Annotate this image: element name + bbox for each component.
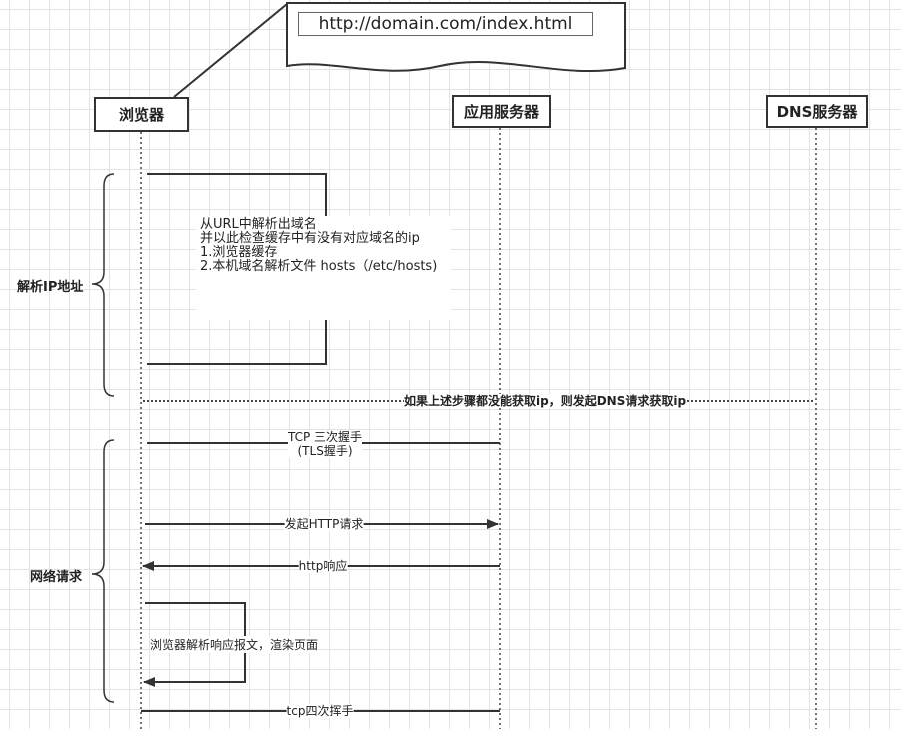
- tcp-handshake-label-line1: TCP 三次握手: [287, 430, 363, 444]
- resolve-note-line: 2.本机域名解析文件 hosts（/etc/hosts): [200, 259, 438, 274]
- brace-network-request: [91, 439, 115, 703]
- section-label-resolve-ip: 解析IP地址: [17, 280, 84, 295]
- resolve-note: 从URL中解析出域名 并以此检查缓存中有没有对应域名的ip 1.浏览器缓存 2.…: [196, 216, 451, 320]
- participant-browser: 浏览器: [94, 97, 189, 132]
- brace-resolve-ip: [91, 173, 115, 397]
- dns-fallback-note: 如果上述步骤都没能获取ip，则发起DNS请求获取ip: [404, 394, 687, 408]
- render-label: 浏览器解析响应报文，渲染页面: [150, 636, 319, 653]
- tcp-handshake-label-line2: (TLS握手): [297, 444, 353, 458]
- resolve-note-line: 并以此检查缓存中有没有对应域名的ip: [200, 231, 420, 246]
- participant-app-server: 应用服务器: [452, 95, 551, 128]
- section-label-network-request: 网络请求: [30, 570, 83, 585]
- tcp-close-label: tcp四次挥手: [286, 704, 354, 718]
- resolve-note-line: 1.浏览器缓存: [200, 245, 278, 260]
- http-request-label: 发起HTTP请求: [284, 517, 364, 531]
- participant-dns-server: DNS服务器: [766, 95, 868, 128]
- tcp-handshake-label: TCP 三次握手 (TLS握手): [287, 430, 363, 458]
- http-response-label: http响应: [298, 559, 348, 573]
- resolve-note-line: 从URL中解析出域名: [200, 217, 317, 232]
- url-connector-line: [173, 3, 288, 98]
- url-text-box: http://domain.com/index.html: [298, 12, 593, 36]
